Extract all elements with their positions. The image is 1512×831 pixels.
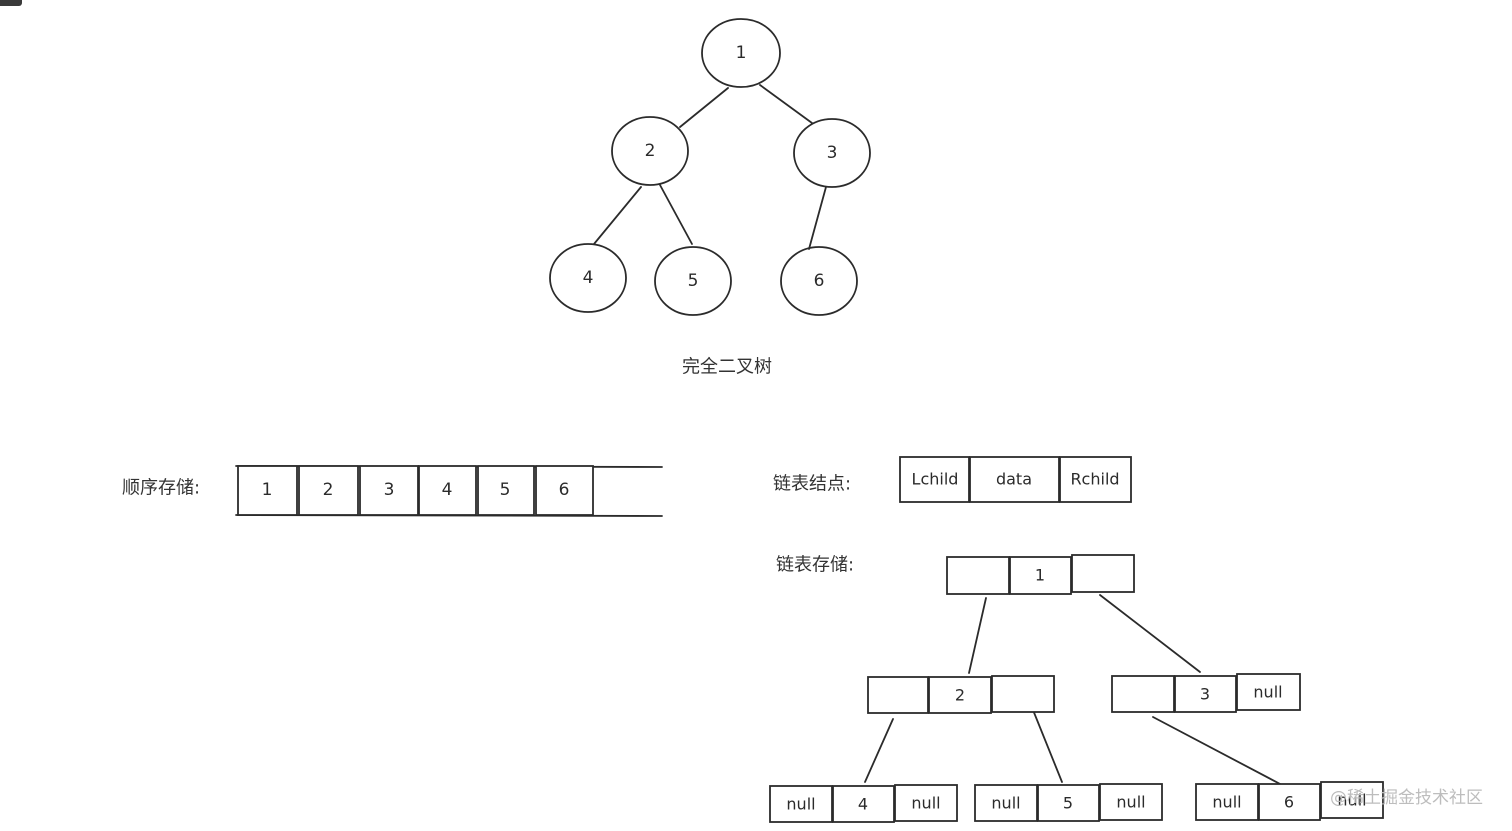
linked-node: null 4 null: [769, 784, 958, 823]
array-cell-value: 6: [559, 480, 570, 500]
array-cell: 6: [535, 465, 594, 516]
linked-node-value: 4: [858, 795, 868, 814]
tree-edge: [659, 184, 693, 245]
linked-storage-label: 链表存储:: [776, 555, 854, 576]
array-cell-value: 4: [442, 480, 453, 500]
array-cell-value: 3: [384, 480, 395, 500]
array-cell: 4: [418, 465, 477, 516]
node-field: Rchild: [1059, 456, 1132, 503]
array-cell: 1: [237, 465, 298, 516]
tree-edges: [593, 84, 827, 250]
tree-node-label: 4: [583, 268, 594, 288]
linked-edges: [864, 594, 1283, 786]
watermark: @稀土掘金技术社区: [1330, 788, 1483, 808]
node-field: data: [969, 456, 1060, 503]
linked-node-value: 2: [955, 686, 965, 705]
tree-node-label: 5: [688, 271, 699, 291]
array-cell: 3: [359, 465, 419, 516]
tree-node: 4: [549, 243, 627, 313]
linked-storage: 链表存储: 1 2 3 null: [769, 554, 1384, 823]
tree-node: 2: [611, 116, 689, 186]
linked-node: 2: [867, 675, 1055, 714]
tree-node-label: 6: [814, 271, 825, 291]
pointer-line: [1152, 716, 1283, 786]
node-structure-label: 链表结点:: [773, 474, 851, 495]
array-cell: 5: [477, 465, 535, 516]
linked-node-value: 3: [1200, 685, 1210, 704]
tree-node-label: 3: [827, 143, 838, 163]
linked-node: null 5 null: [974, 783, 1163, 822]
linked-node-null: null: [1116, 793, 1145, 812]
linked-node-null: null: [911, 794, 940, 813]
linked-node-value: 1: [1035, 566, 1045, 585]
tree-edge: [593, 186, 642, 245]
node-field-label: Lchild: [912, 470, 959, 489]
array-cell-value: 5: [500, 480, 511, 500]
node-field-label: Rchild: [1070, 470, 1119, 489]
linked-node-null: null: [1212, 793, 1241, 812]
linked-node-root: 1: [946, 554, 1135, 595]
linked-node-value: 6: [1284, 793, 1294, 812]
tree-node: 3: [793, 118, 871, 188]
tree-node-label: 1: [736, 43, 747, 63]
linked-node: null 6 null: [1195, 781, 1384, 821]
node-structure: 链表结点: Lchild data Rchild: [773, 456, 1132, 503]
array-cell-value: 2: [323, 480, 334, 500]
tree-edge: [808, 186, 827, 250]
linked-node-value: 5: [1063, 794, 1073, 813]
pointer-line: [968, 597, 987, 674]
linked-node-null: null: [1253, 683, 1282, 702]
sequential-storage: 顺序存储: 1 2 3 4 5 6: [122, 465, 663, 517]
tree-node: 1: [701, 18, 781, 88]
tree-edge: [679, 87, 729, 128]
linked-node-null: null: [1337, 791, 1366, 810]
window-corner: [0, 0, 22, 6]
node-field: Lchild: [899, 456, 970, 503]
sequential-label: 顺序存储:: [122, 478, 200, 499]
pointer-line: [1032, 709, 1063, 783]
node-field-label: data: [996, 470, 1032, 489]
tree-edge: [759, 84, 813, 124]
tree-node-label: 2: [645, 141, 656, 161]
tree-node: 5: [654, 246, 732, 316]
array-cell: 2: [298, 465, 359, 516]
linked-node-null: null: [991, 794, 1020, 813]
linked-node: 3 null: [1111, 673, 1301, 713]
complete-binary-tree: 1 2 3 4 5 6 完全二叉树: [549, 18, 871, 378]
linked-node-null: null: [786, 795, 815, 814]
array-cell-value: 1: [262, 480, 273, 500]
pointer-line: [1099, 594, 1201, 673]
tree-caption: 完全二叉树: [682, 357, 772, 378]
pointer-line: [864, 718, 894, 783]
tree-node: 6: [780, 246, 858, 316]
